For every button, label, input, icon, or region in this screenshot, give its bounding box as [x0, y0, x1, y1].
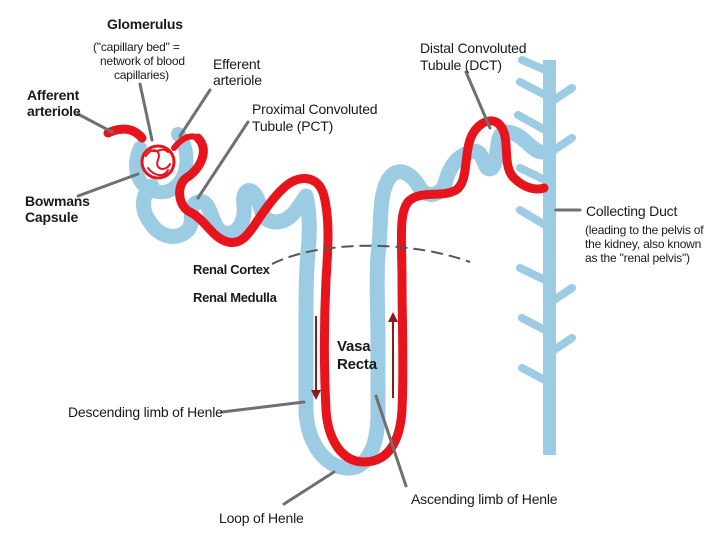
collecting-duct-note-line-2: the kidney, also known [585, 237, 702, 251]
leader-lines [76, 70, 582, 506]
renal-cortex-label: Renal Cortex [193, 262, 270, 277]
renal-tubule [136, 124, 549, 476]
loop-of-henle-label: Loop of Henle [219, 510, 304, 526]
afferent-arteriole-label-line-1: Afferent [27, 87, 80, 103]
dct-label-line-2: Tubule (DCT) [420, 57, 502, 73]
glomerulus-note-line-3: capillaries) [114, 68, 169, 82]
pct-label-line-2: Tubule (PCT) [252, 118, 334, 134]
vasa-recta-arrows [311, 312, 398, 400]
collecting-duct-note-line-1: (leading to the pelvis of [585, 223, 704, 237]
glomerulus-note-line-1: ("capillary bed" = [93, 40, 180, 54]
descending-limb-label: Descending limb of Henle [68, 404, 223, 420]
vasa-recta-label-line-1: Vasa [337, 338, 371, 355]
ascending-limb-label: Ascending limb of Henle [411, 491, 558, 507]
pct-label-line-1: Proximal Convoluted [252, 101, 378, 117]
collecting-duct [514, 56, 576, 455]
afferent-arteriole-label-line-2: arteriole [27, 103, 81, 119]
cortex-medulla-boundary [271, 244, 471, 265]
bowmans-capsule-label-line-2: Capsule [25, 209, 79, 225]
renal-medulla-label: Renal Medulla [193, 290, 277, 305]
collecting-duct-note-line-3: as the "renal pelvis") [585, 251, 690, 265]
efferent-arteriole-label-line-1: Efferent [213, 56, 261, 72]
glomerulus-label: Glomerulus [107, 16, 183, 32]
bowmans-capsule-label-line-1: Bowmans [25, 193, 90, 209]
vasa-recta-label-line-2: Recta [337, 356, 377, 373]
efferent-arteriole-label-line-2: arteriole [213, 72, 262, 88]
collecting-duct-label: Collecting Duct [586, 203, 678, 219]
glomerulus-note-line-2: network of blood [100, 54, 185, 68]
dct-label-line-1: Distal Convoluted [420, 40, 527, 56]
